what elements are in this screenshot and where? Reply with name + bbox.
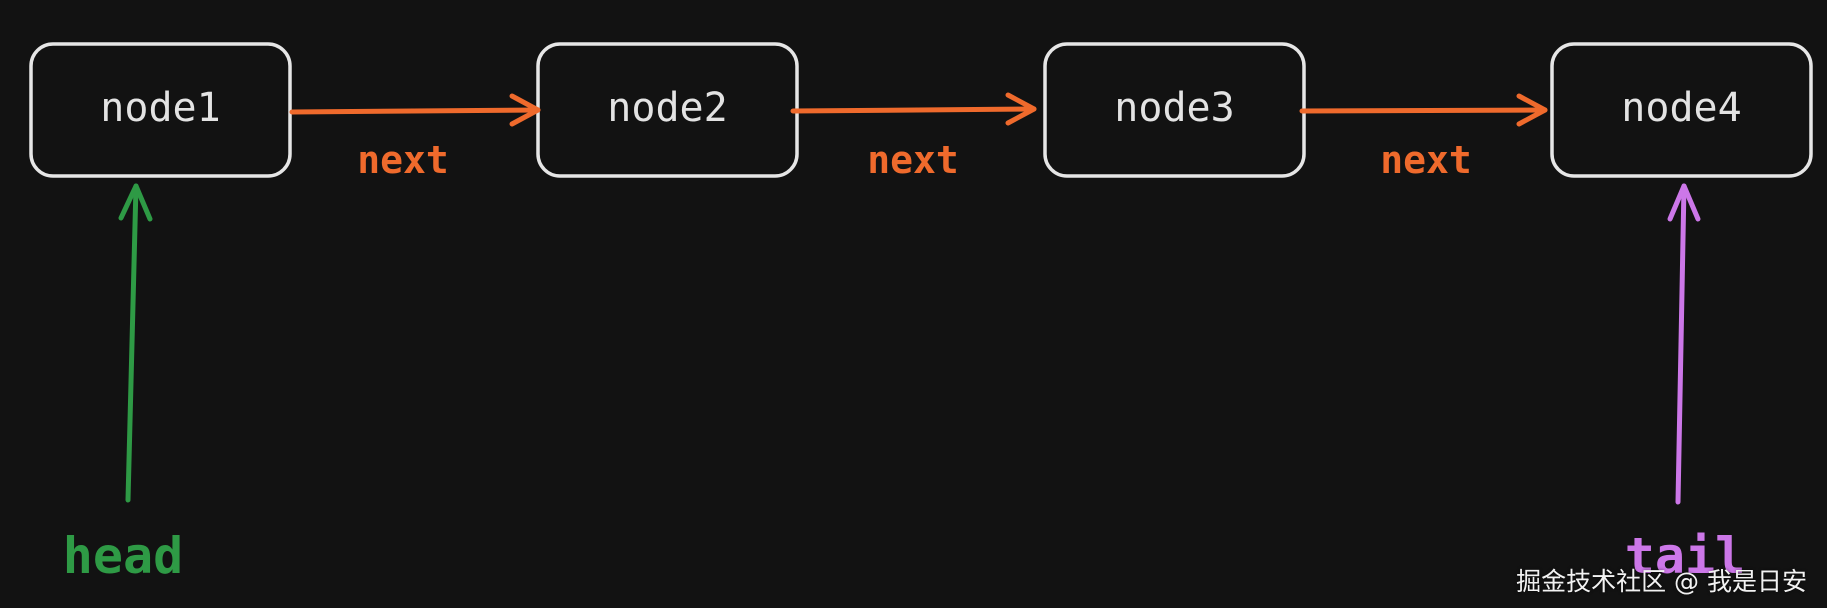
node-box-1 (29, 42, 292, 178)
head-label: head (63, 527, 183, 585)
tail-pointer-arrow (1667, 183, 1701, 505)
next-arrow-1 (289, 93, 541, 127)
node-label-1: node1 (100, 85, 220, 131)
next-label-3: next (1380, 138, 1472, 182)
node-label-4: node4 (1621, 85, 1741, 131)
node-label-3: node3 (1114, 85, 1234, 131)
node-label-2: node2 (607, 85, 727, 131)
next-arrow-3 (1299, 93, 1548, 127)
node-box-4 (1550, 42, 1813, 178)
next-label-2: next (867, 138, 959, 182)
next-label-1: next (357, 138, 449, 182)
watermark: 掘金技术社区 @ 我是日安 (1516, 567, 1807, 596)
tail-label: tail (1625, 527, 1745, 585)
next-arrow-2 (790, 92, 1037, 126)
head-pointer-arrow (118, 183, 153, 503)
